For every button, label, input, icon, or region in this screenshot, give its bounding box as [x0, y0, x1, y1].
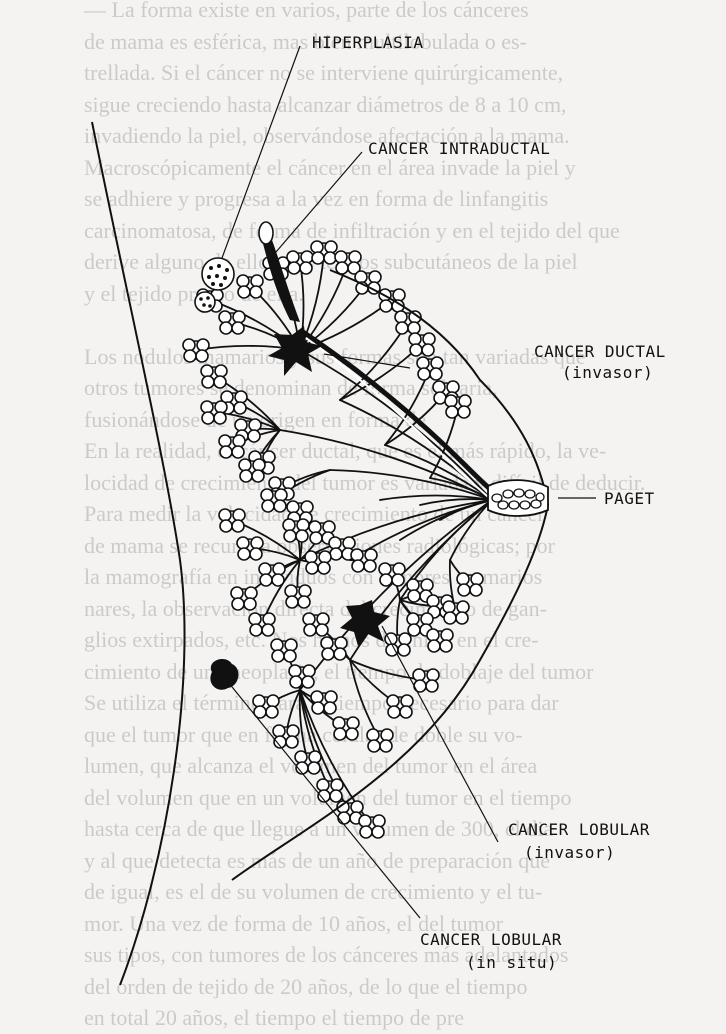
lobule [417, 357, 443, 380]
lobule [273, 725, 299, 748]
lobule [283, 519, 309, 542]
lobule [303, 613, 329, 636]
lobule [317, 779, 343, 802]
lobule [219, 311, 245, 334]
label-cancer-lobular-situ: CANCER LOBULAR [420, 930, 562, 949]
lobule [287, 251, 313, 274]
lobule [311, 691, 337, 714]
lobule [385, 633, 411, 656]
label-paget: PAGET [604, 489, 655, 508]
lobule [427, 629, 453, 652]
lobule [395, 311, 421, 334]
lobule [201, 365, 227, 388]
lobule [219, 435, 245, 458]
lobule-group [183, 241, 483, 838]
lobule [259, 563, 285, 586]
lobule [335, 251, 361, 274]
lobule [321, 637, 347, 660]
label-hiperplasia: HIPERPLASIA [312, 33, 423, 52]
lobule [359, 815, 385, 838]
lobule [271, 639, 297, 662]
label-cancer-ductal: CANCER DUCTAL [534, 342, 666, 361]
lobule [311, 241, 337, 264]
paget-nipple [488, 480, 548, 516]
lobule [443, 601, 469, 624]
lobule [261, 489, 287, 512]
lobule [285, 585, 311, 608]
duct-branch [340, 322, 408, 400]
lobule [413, 669, 439, 692]
label-cancer-ductal-sub: (invasor) [562, 363, 653, 382]
lobular-in-situ-carcinoma [210, 659, 238, 690]
lobule [445, 395, 471, 418]
lobule [457, 573, 483, 596]
lobule [351, 549, 377, 572]
duct-branch [400, 500, 492, 540]
lobule [379, 563, 405, 586]
hyperplasia-lobules [195, 258, 234, 312]
breast-anatomy-diagram: HIPERPLASIA CANCER INTRADUCTAL CANCER DU… [0, 0, 726, 990]
label-cancer-lobular-invasor: CANCER LOBULAR [508, 820, 650, 839]
lobule [201, 401, 227, 424]
lobule [253, 695, 279, 718]
lobule [305, 551, 331, 574]
lobule [249, 613, 275, 636]
lobule [237, 537, 263, 560]
lobular-invasive-carcinoma-star [340, 600, 390, 646]
lobule [183, 339, 209, 362]
lobule [333, 717, 359, 740]
show-through-line: en total 20 años, el tiempo el tiempo de… [84, 1002, 464, 1034]
lobule [289, 665, 315, 688]
lobule [367, 729, 393, 752]
skin-outline [92, 122, 185, 985]
label-cancer-intraductal: CANCER INTRADUCTAL [368, 139, 550, 158]
lobule [239, 459, 265, 482]
lobule [231, 587, 257, 610]
lobule [219, 509, 245, 532]
duct-branch [300, 350, 492, 500]
page: — La forma existe en varios, parte de lo… [0, 0, 726, 990]
lobule [295, 751, 321, 774]
label-cancer-lobular-invasor-sub: (invasor) [524, 843, 615, 862]
label-cancer-lobular-situ-sub: (in situ) [466, 953, 557, 972]
lobule [387, 695, 413, 718]
intraductal-carcinoma-tip [259, 222, 273, 244]
lobule [409, 333, 435, 356]
duct-branch [450, 500, 492, 560]
lobule [237, 275, 263, 298]
